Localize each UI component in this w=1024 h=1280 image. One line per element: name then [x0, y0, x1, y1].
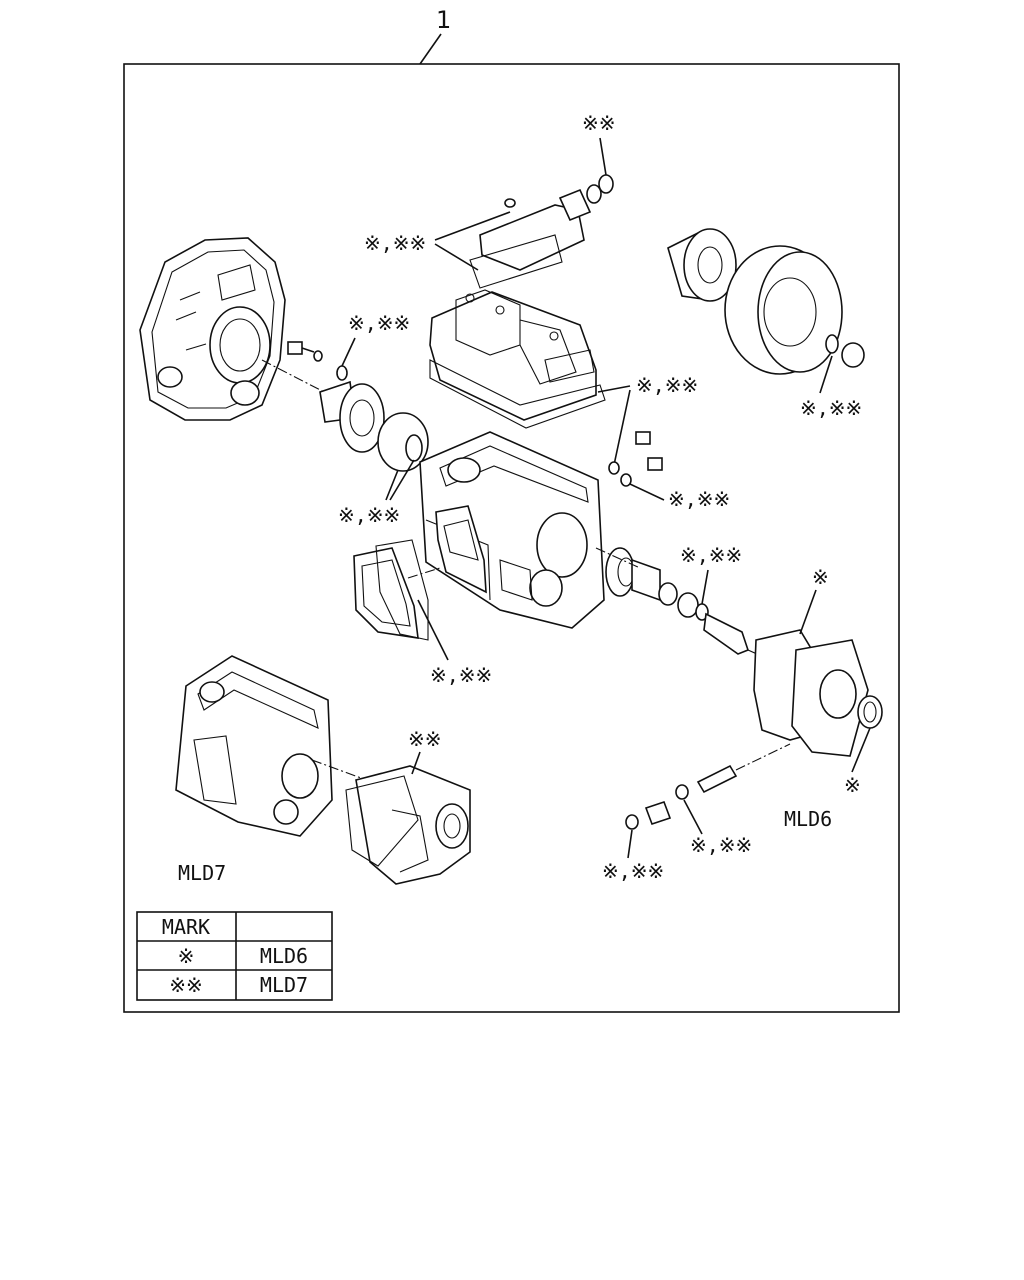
mld6-rear-housing [753, 629, 883, 757]
callout-rear-seal: ※ [844, 773, 861, 797]
variant-label-mld6: MLD6 [784, 807, 832, 831]
callout-case-drain: ※,※※ [668, 487, 730, 511]
callout-sensor-plug: ※,※※ [602, 859, 664, 883]
leader-case-plugs-b [613, 389, 631, 466]
leader-case-drain [629, 483, 665, 501]
callout-flywheel: ※,※※ [800, 396, 862, 420]
leader-top-cover-b [434, 243, 479, 271]
callout-case-plugs: ※,※※ [636, 373, 698, 397]
callout-bell-bolt: ※,※※ [348, 311, 410, 335]
leader-bell-seals-b [389, 459, 415, 501]
legend-row-mark: ※ [178, 944, 195, 968]
mld7-case [175, 655, 333, 837]
leader-sensor-plug [627, 829, 633, 859]
legend-row-mark: ※※ [169, 973, 203, 997]
leader-sensor-ring [683, 799, 703, 835]
callout-top-cover: ※,※※ [364, 231, 426, 255]
flywheel-coupling [667, 228, 865, 375]
leader-bell-seals-a [385, 469, 399, 501]
leader-bell-bolt [341, 337, 356, 367]
legend-row-model: MLD6 [260, 944, 308, 968]
input-bearing-retainer [319, 380, 385, 453]
callout-bell-seals: ※,※※ [338, 503, 400, 527]
leader-flywheel [819, 355, 833, 394]
shift-cover [429, 289, 606, 429]
diagram-frame [123, 63, 900, 1013]
callout-mld7-gasket: ※※ [408, 727, 442, 751]
callout-rear-gasket: ※ [812, 565, 829, 589]
top-rear-housing [469, 174, 614, 289]
bell-bolt-parts [287, 341, 348, 381]
mld7-axis [311, 759, 373, 783]
leader-rear-gasket [799, 589, 817, 635]
case-plugs [608, 431, 663, 487]
seal-ring-small [405, 434, 423, 462]
bell-axis [261, 359, 331, 396]
leader-top-oil-seal [599, 137, 607, 176]
gear-shaft-assembly [605, 547, 749, 655]
legend-header-mark: MARK [162, 915, 210, 939]
legend-row-model: MLD7 [260, 973, 308, 997]
leader-rear-seal [851, 727, 871, 773]
variant-label-mld7: MLD7 [178, 861, 226, 885]
item-leader [419, 33, 442, 65]
callout-side-cover: ※,※※ [430, 663, 492, 687]
callout-top-oil-seal: ※※ [582, 111, 616, 135]
leader-case-plugs-a [597, 385, 631, 393]
legend-table: MARK ※ MLD6 ※※ MLD7 [136, 911, 333, 1001]
leader-shaft [701, 569, 709, 605]
shaft-axis [595, 547, 641, 569]
side-cover [353, 505, 487, 641]
mld7-rear-housing [345, 765, 471, 885]
callout-shaft: ※,※※ [680, 543, 742, 567]
leader-mld7-gasket [411, 751, 421, 775]
bell-housing-drawing [139, 237, 286, 421]
leader-side-cover [417, 599, 449, 661]
side-axis [407, 567, 441, 579]
item-number: 1 [436, 6, 451, 34]
sensor-parts [625, 743, 791, 830]
callout-sensor-ring: ※,※※ [690, 833, 752, 857]
leader-top-cover-a [434, 211, 511, 241]
